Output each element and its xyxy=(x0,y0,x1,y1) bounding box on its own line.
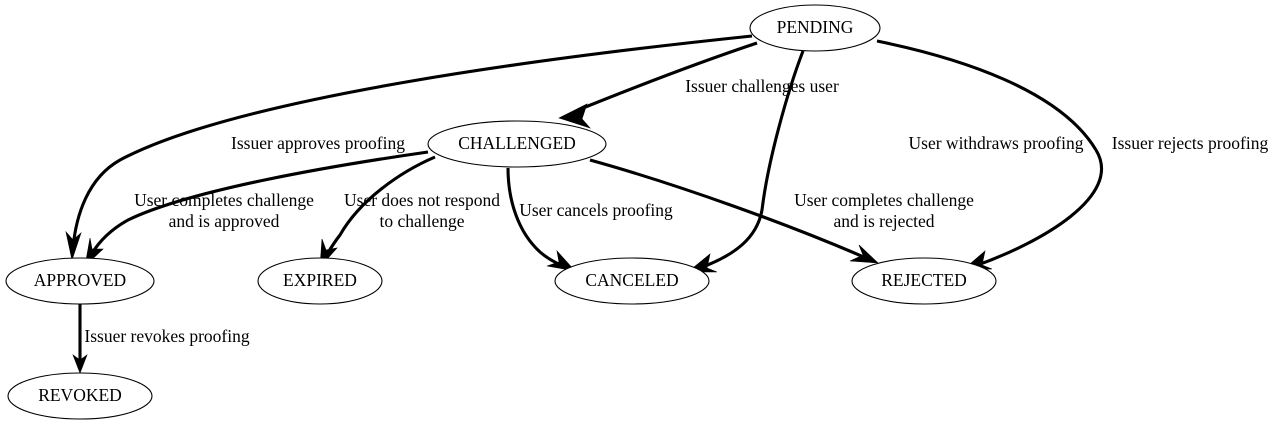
node-revoked-ellipse[interactable] xyxy=(7,372,153,420)
edge-challenged-canceled-label: User cancels proofing xyxy=(519,200,673,220)
edge-challenged-approved-path xyxy=(89,150,429,256)
edge-pending-approved-label: Issuer approves proofing xyxy=(231,133,405,153)
edge-pending-rejected: Issuer rejects proofing xyxy=(876,39,1269,271)
edge-approved-revoked: Issuer revokes proofing xyxy=(72,304,250,374)
edge-challenged-rejected: User completes challenge and is rejected xyxy=(589,158,974,264)
node-approved-ellipse[interactable] xyxy=(5,257,155,305)
edge-pending-canceled: User withdraws proofing xyxy=(687,50,1084,273)
node-approved[interactable]: APPROVED xyxy=(5,257,155,305)
edge-pending-challenged-label: Issuer challenges user xyxy=(685,76,839,96)
edge-challenged-rejected-label-line1: User completes challenge xyxy=(794,190,974,210)
node-revoked-label: REVOKED xyxy=(38,385,122,405)
node-expired[interactable]: EXPIRED xyxy=(257,257,383,305)
edge-pending-approved: Issuer approves proofing xyxy=(65,34,753,262)
node-canceled-label: CANCELED xyxy=(585,270,678,290)
edge-pending-approved-path xyxy=(71,34,753,249)
node-rejected-ellipse[interactable] xyxy=(851,257,997,305)
edge-approved-revoked-arrowhead xyxy=(72,354,88,374)
edge-challenged-rejected-label-line2: and is rejected xyxy=(833,211,934,231)
node-expired-label: EXPIRED xyxy=(283,270,357,290)
edge-challenged-expired: User does not respond to challenge xyxy=(319,155,500,268)
edge-pending-canceled-path xyxy=(699,50,805,270)
edge-pending-rejected-path xyxy=(876,39,1104,268)
node-canceled[interactable]: CANCELED xyxy=(554,257,710,305)
node-approved-label: APPROVED xyxy=(34,270,126,290)
node-expired-ellipse[interactable] xyxy=(257,257,383,305)
node-canceled-ellipse[interactable] xyxy=(554,257,710,305)
node-challenged-ellipse[interactable] xyxy=(427,120,607,168)
node-challenged-label: CHALLENGED xyxy=(458,133,576,153)
node-pending-ellipse[interactable] xyxy=(749,4,881,52)
edge-challenged-rejected-path xyxy=(589,158,867,260)
node-revoked[interactable]: REVOKED xyxy=(7,372,153,420)
edge-challenged-approved: User completes challenge and is approved xyxy=(84,150,429,267)
edge-approved-revoked-label: Issuer revokes proofing xyxy=(84,326,249,346)
edge-pending-challenged-arrowhead xyxy=(558,103,591,129)
edge-challenged-rejected-arrowhead xyxy=(849,244,879,264)
edge-pending-challenged: Issuer challenges user xyxy=(558,41,839,129)
node-rejected[interactable]: REJECTED xyxy=(851,257,997,305)
edge-challenged-canceled: User cancels proofing xyxy=(506,167,673,272)
edge-challenged-expired-label-line2: to challenge xyxy=(379,211,464,231)
edge-pending-canceled-label: User withdraws proofing xyxy=(909,133,1084,153)
node-rejected-label: REJECTED xyxy=(881,270,967,290)
edge-pending-challenged-path xyxy=(577,41,758,112)
edge-challenged-canceled-arrowhead xyxy=(546,250,576,272)
edge-challenged-expired-label-line1: User does not respond xyxy=(344,190,500,210)
edge-challenged-approved-label-line2: and is approved xyxy=(169,211,280,231)
edge-challenged-canceled-path xyxy=(506,167,564,268)
node-pending-label: PENDING xyxy=(777,17,854,37)
edge-pending-rejected-label: Issuer rejects proofing xyxy=(1112,133,1269,153)
node-challenged[interactable]: CHALLENGED xyxy=(427,120,607,168)
edge-challenged-approved-label-line1: User completes challenge xyxy=(134,190,314,210)
node-pending[interactable]: PENDING xyxy=(749,4,881,52)
edge-pending-approved-arrowhead xyxy=(65,230,82,262)
